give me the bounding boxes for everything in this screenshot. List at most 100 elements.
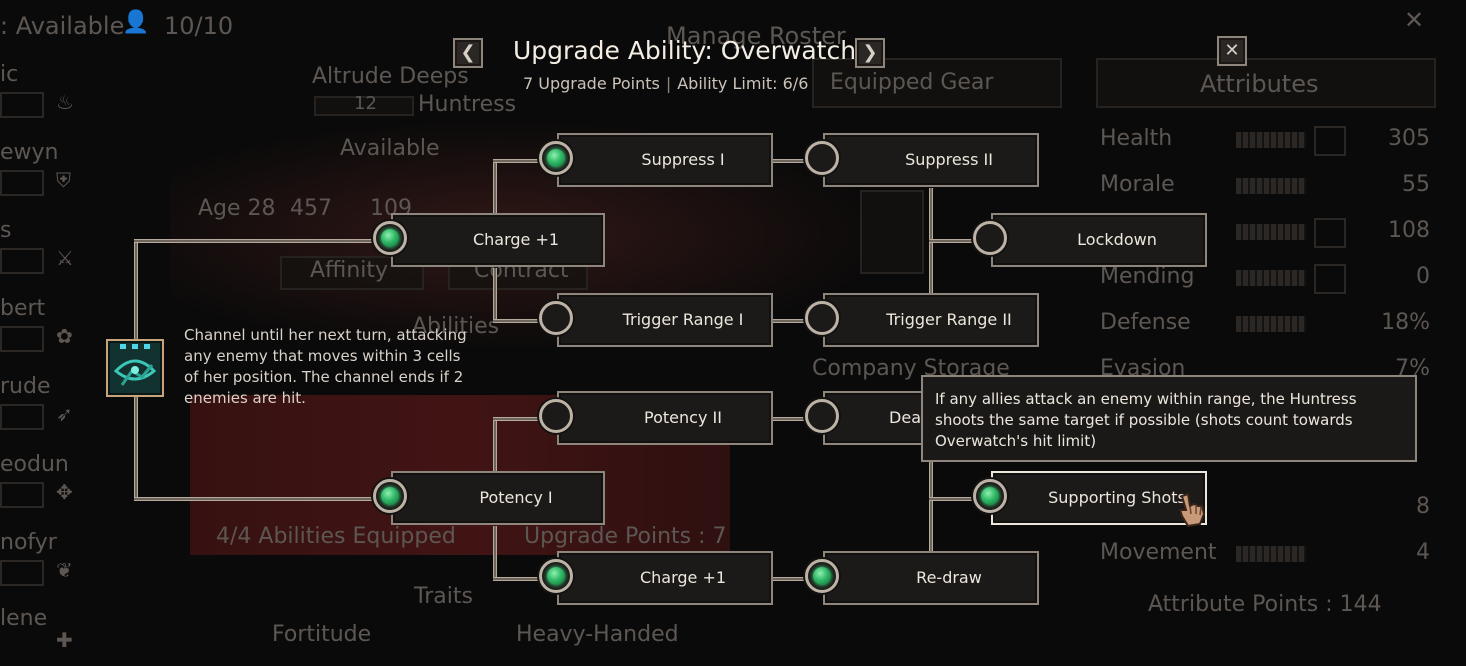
bg-upgrade-points: Upgrade Points : 7 xyxy=(524,524,727,549)
node-label: Suppress II xyxy=(905,150,993,169)
bg-bow-icon: ➶ xyxy=(56,402,73,426)
bg-roster-item: bert ✿ xyxy=(0,296,110,356)
node-label: Dea xyxy=(889,408,921,427)
upgrade-node-supporting-shots[interactable]: Supporting Shots xyxy=(973,471,1207,525)
close-button[interactable]: ✕ xyxy=(1217,36,1247,66)
bg-roster-level-box xyxy=(0,482,44,508)
bg-hero-level: 12 xyxy=(354,93,377,114)
bg-stat-name: Health xyxy=(1100,126,1173,151)
unlocked-orb-icon xyxy=(805,559,839,593)
bg-gear-icon: ✥ xyxy=(56,480,73,504)
upgrade-points-label: 7 Upgrade Points xyxy=(523,74,660,93)
bg-stat-health: Health 305 xyxy=(1100,126,1430,156)
bg-attributes-title: Attributes xyxy=(1200,70,1319,98)
ability-limit-label: Ability Limit: 6/6 xyxy=(677,74,809,93)
bg-cross-icon: ✚ xyxy=(56,628,73,652)
bg-stat-plus-icon xyxy=(1314,218,1346,248)
bg-stat-bar xyxy=(1236,224,1306,240)
bg-stat-mending: Mending 0 xyxy=(1100,264,1430,294)
bg-stat-value: 305 xyxy=(1388,126,1430,151)
node-label: Charge +1 xyxy=(639,568,727,587)
bg-roster-level-box xyxy=(0,326,44,352)
pipe xyxy=(770,417,822,421)
upgrade-node-suppress-ii[interactable]: Suppress II xyxy=(805,133,1039,187)
locked-orb-icon xyxy=(805,141,839,175)
bg-traits: Traits xyxy=(414,584,473,609)
upgrade-node-trigger-range-ii[interactable]: Trigger Range II xyxy=(805,293,1039,347)
bg-roster-name: eodun xyxy=(0,452,69,477)
close-icon: ✕ xyxy=(1224,40,1240,61)
upgrade-node-suppress-i[interactable]: Suppress I xyxy=(539,133,773,187)
upgrade-node-lockdown[interactable]: Lockdown xyxy=(973,213,1207,267)
bg-hero-status: Available xyxy=(340,136,440,161)
unlocked-orb-icon xyxy=(539,559,573,593)
next-ability-button[interactable]: ❯ xyxy=(855,38,885,68)
bg-roster-name: ewyn xyxy=(0,140,59,165)
node-label: Supporting Shots xyxy=(1048,488,1186,507)
locked-orb-icon xyxy=(973,221,1007,255)
bg-roster-name: ic xyxy=(0,62,19,87)
upgrade-node-re-draw[interactable]: Re-draw xyxy=(805,551,1039,605)
bg-stat-bar xyxy=(1236,316,1306,332)
bg-stat-unnamed-2: 8 xyxy=(1100,494,1430,524)
bg-available-label: : Available xyxy=(0,12,125,40)
bg-roster-name: lene xyxy=(0,606,48,631)
bg-roster-name: nofyr xyxy=(0,530,57,555)
bg-roster-name: bert xyxy=(0,296,46,321)
pipe xyxy=(929,497,991,501)
node-label: Lockdown xyxy=(1077,230,1157,249)
bg-close-icon: ✕ xyxy=(1404,6,1425,34)
node-label: Charge +1 xyxy=(472,230,560,249)
pipe xyxy=(493,577,557,581)
bg-stat-value: 8 xyxy=(1416,494,1430,519)
bg-roster-level-box xyxy=(0,560,44,586)
node-label: Trigger Range I xyxy=(622,310,744,329)
bg-hero-name: Altrude Deeps xyxy=(312,64,469,89)
bg-roster-item: eodun ✥ xyxy=(0,452,110,512)
bg-manage-roster: Manage Roster xyxy=(666,22,846,50)
bg-feather-icon: ❦ xyxy=(56,558,73,582)
bg-roster-level-box xyxy=(0,248,44,274)
locked-orb-icon xyxy=(805,399,839,433)
pipe xyxy=(493,319,557,323)
bg-roster-item: s⚔ xyxy=(0,218,110,278)
bg-stat-name: Morale xyxy=(1100,172,1175,197)
pipe xyxy=(929,239,991,243)
bg-stat-bar xyxy=(1236,132,1306,148)
bg-roster-name: s xyxy=(0,218,12,243)
bg-equipped-gear-header xyxy=(812,58,1062,108)
pipe xyxy=(493,159,557,163)
chevron-left-icon: ❮ xyxy=(460,42,476,63)
bg-roster-name: rude xyxy=(0,374,51,399)
bg-stat-unnamed: 108 xyxy=(1100,218,1430,248)
bg-stat-value: 4 xyxy=(1416,540,1430,565)
upgrade-node-charge-top[interactable]: Charge +1 xyxy=(373,213,605,267)
overwatch-eye-icon xyxy=(113,344,157,386)
bg-stat-value: 0 xyxy=(1416,264,1430,289)
upgrade-node-potency-i[interactable]: Potency I xyxy=(373,471,605,525)
bg-roster-level-box xyxy=(0,92,44,118)
upgrade-node-potency-ii[interactable]: Potency II xyxy=(539,391,773,445)
bg-equipped-gear: Equipped Gear xyxy=(830,70,994,95)
bg-level-bar xyxy=(314,96,414,116)
locked-orb-icon xyxy=(805,301,839,335)
unlocked-orb-icon xyxy=(373,221,407,255)
upgrade-node-charge-bottom[interactable]: Charge +1 xyxy=(539,551,773,605)
bg-affinity-label: Affinity xyxy=(310,258,389,283)
bg-roster-item: ewyn⛨ xyxy=(0,140,110,200)
bg-paw-icon: ✿ xyxy=(56,324,73,348)
prev-ability-button[interactable]: ❮ xyxy=(453,38,483,68)
bg-hero-class: Huntress xyxy=(418,92,517,117)
chevron-right-icon: ❯ xyxy=(862,42,878,63)
bg-roster-item: lene ✚ xyxy=(0,606,110,666)
bg-stat-name: Mending xyxy=(1100,264,1195,289)
overwatch-ability-icon[interactable] xyxy=(106,339,164,397)
upgrade-node-trigger-range-i[interactable]: Trigger Range I xyxy=(539,293,773,347)
bg-claw-icon: ⚔ xyxy=(56,246,74,270)
bg-roster-item: ic♨ xyxy=(0,62,110,122)
bg-attribute-points: Attribute Points : 144 xyxy=(1148,592,1382,617)
bg-trait-fortitude: Fortitude xyxy=(272,622,372,647)
bg-stat-plus-icon xyxy=(1314,264,1346,294)
